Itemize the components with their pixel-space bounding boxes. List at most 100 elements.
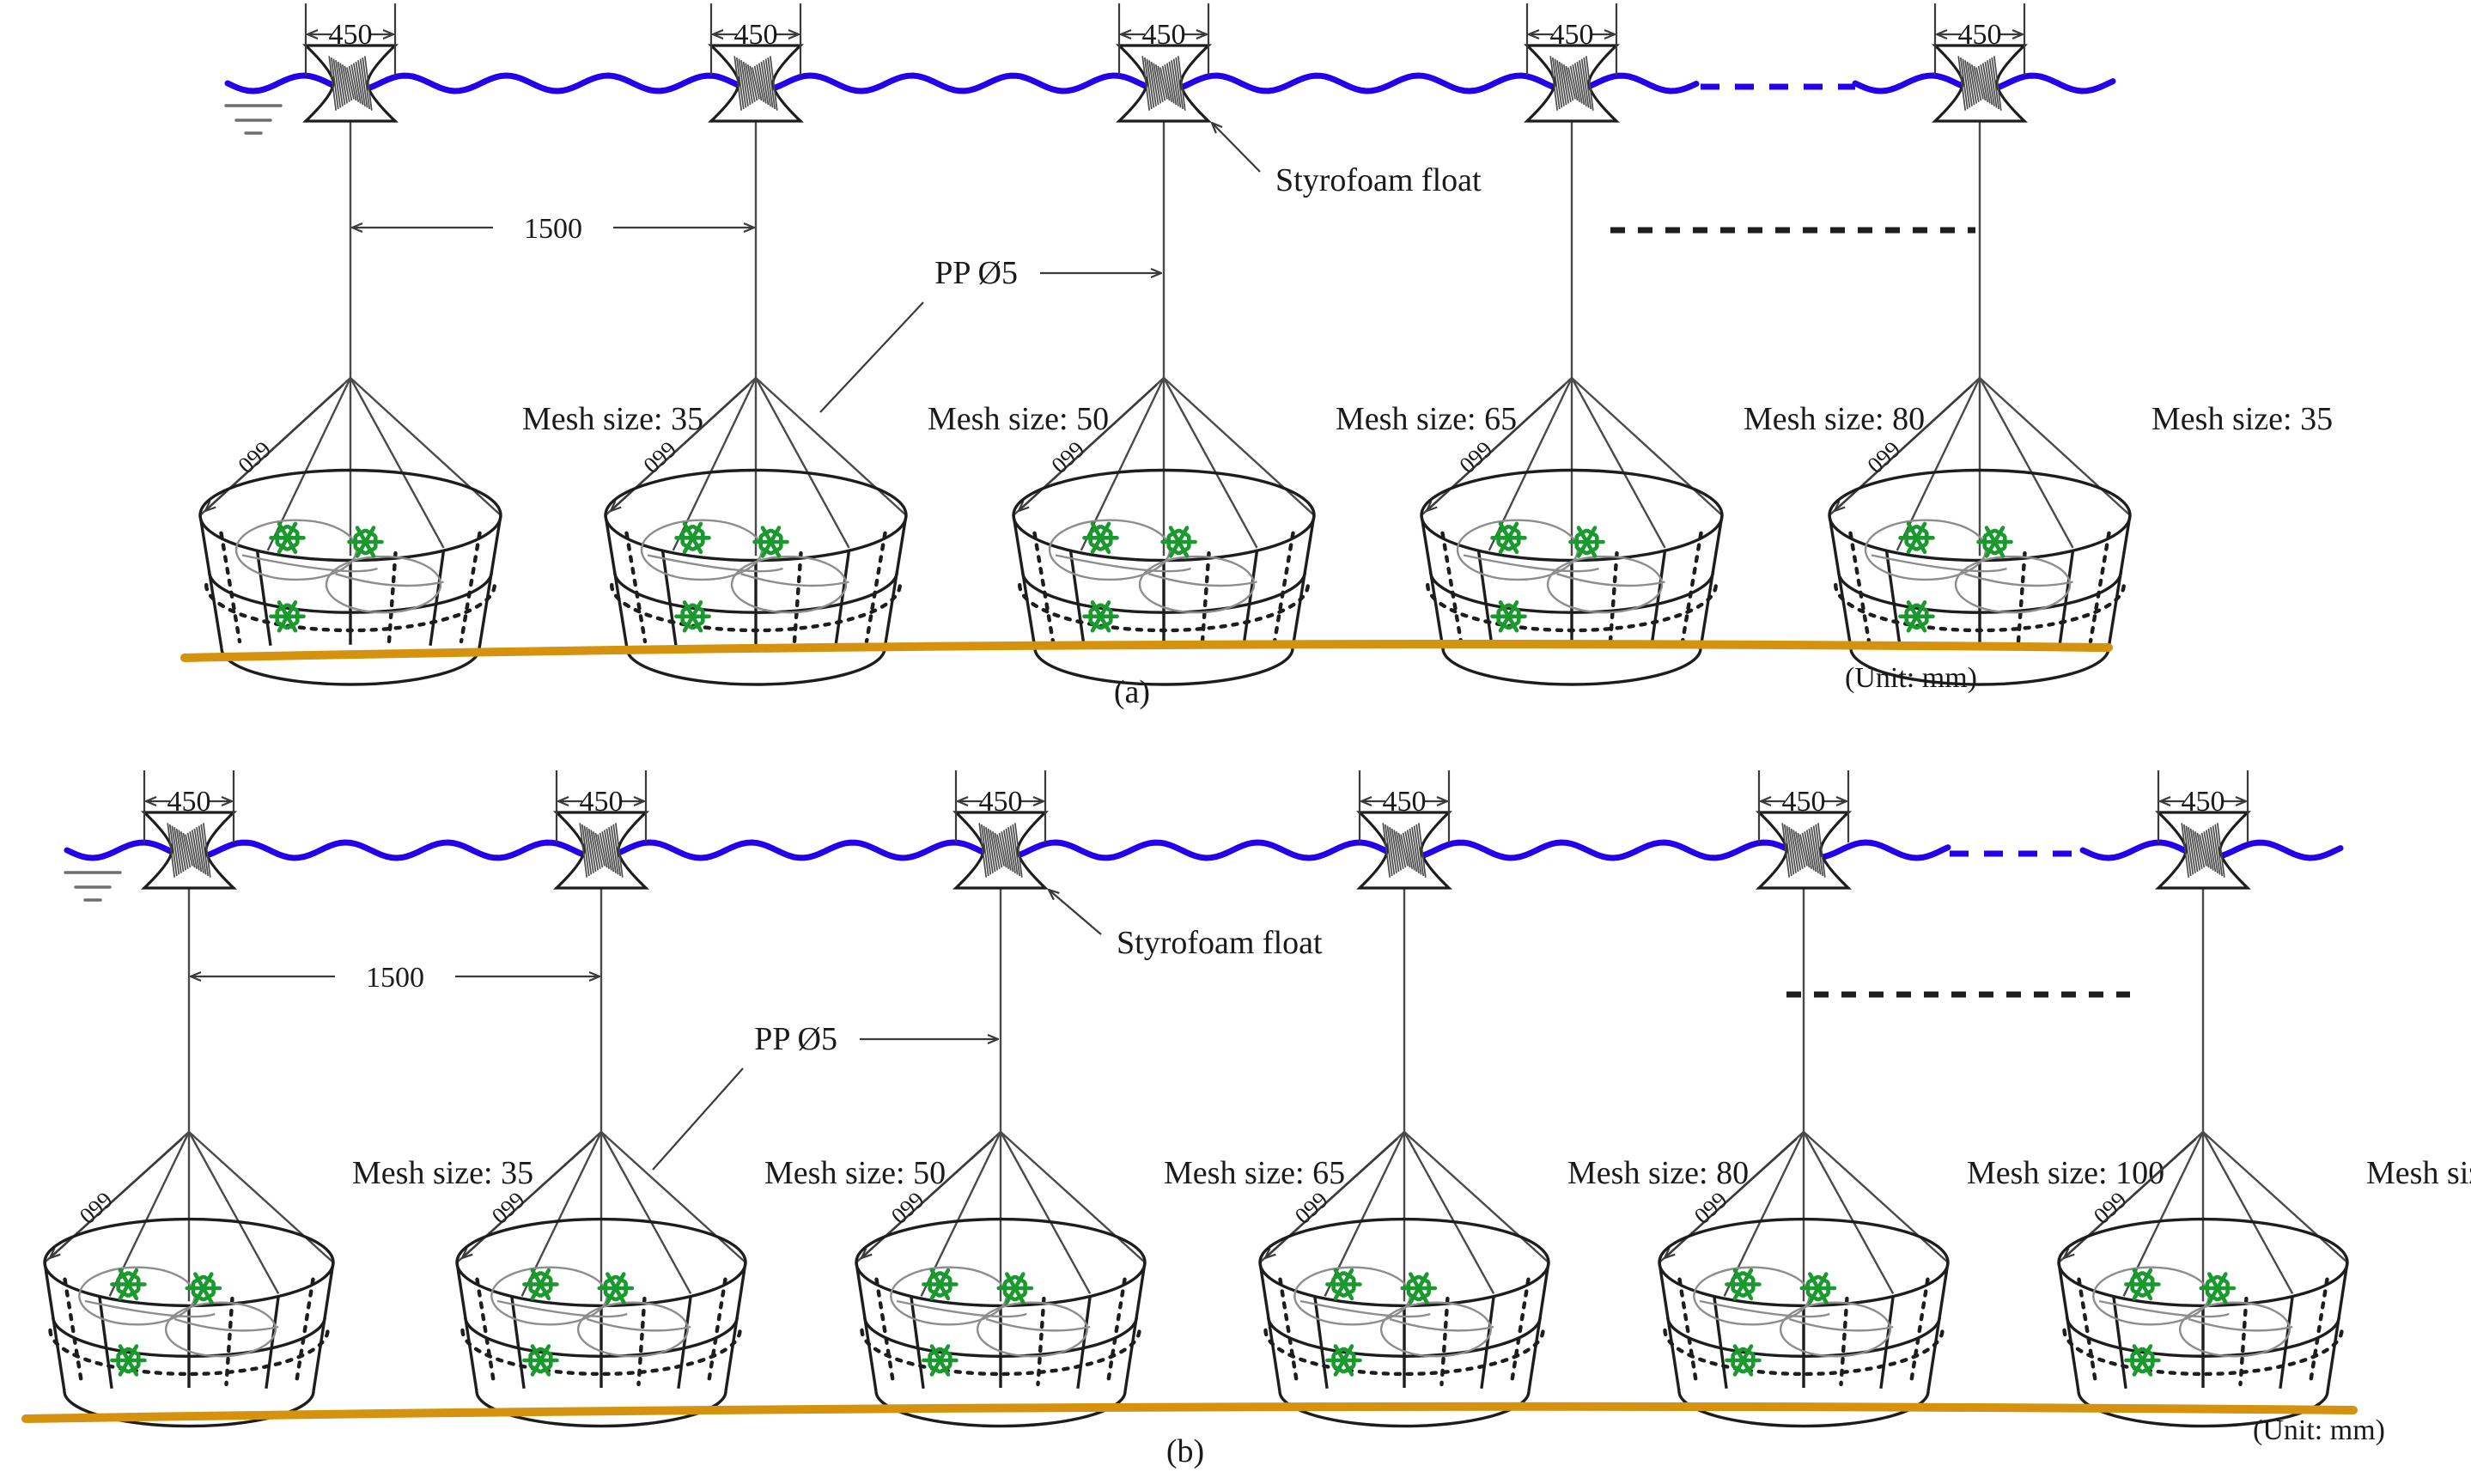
styrofoam-float[interactable]: [553, 811, 649, 890]
dimension-float-width: 450: [1525, 3, 1618, 76]
float-winding: [1150, 61, 1159, 106]
cage-bottom-front: [220, 648, 481, 686]
float-winding: [590, 830, 599, 871]
mesh-marker-barb: [1983, 546, 1996, 556]
cage-wall-left: [455, 1262, 478, 1392]
cage-hidden-rib-1: [1200, 550, 1211, 644]
cage-rib-0: [1476, 550, 1494, 646]
float-winding: [983, 825, 992, 875]
dimension-450-label: 450: [734, 19, 778, 51]
styrofoam-float[interactable]: [708, 44, 804, 123]
float-winding: [1973, 65, 1982, 101]
float-winding: [998, 832, 1007, 868]
float-winding: [1002, 830, 1012, 871]
float-winding: [1565, 65, 1574, 101]
dimension-float-width: 450: [143, 770, 235, 842]
styrofoam-float[interactable]: [1356, 811, 1452, 890]
mesh-marker-barb: [1742, 1365, 1755, 1374]
float-winding: [357, 60, 366, 106]
mesh-marker-barb: [928, 1288, 941, 1298]
cage-hidden-rib-1: [224, 1296, 234, 1387]
styrofoam-float[interactable]: [1932, 44, 2028, 123]
crab-trap-cage[interactable]: [855, 1217, 1147, 1428]
cage-hidden-rib-1: [1439, 1296, 1450, 1387]
cage-funnel-throat-2: [1556, 573, 1665, 587]
float-winding: [1981, 63, 1991, 104]
mesh-marker-barb: [127, 1271, 140, 1280]
dimension-450-label: 450: [1550, 19, 1594, 51]
cage-wall-left: [1658, 1262, 1681, 1392]
mesh-marker-barb: [1099, 524, 1112, 534]
cage-bottom-front: [63, 1390, 315, 1428]
styrofoam-float[interactable]: [302, 44, 399, 123]
mesh-marker-barb: [276, 620, 289, 630]
bridle-leg-4: [1163, 377, 1315, 516]
cage-hidden-rib-1: [1036, 1296, 1046, 1387]
float-winding: [608, 827, 617, 873]
styrofoam-float[interactable]: [2155, 811, 2251, 890]
mesh-marker-barb: [1817, 1274, 1829, 1284]
cage-rib-2: [1650, 550, 1667, 646]
crab-trap-cage[interactable]: [2057, 1217, 2349, 1428]
styrofoam-float[interactable]: [141, 811, 237, 890]
mesh-marker-barb: [681, 542, 694, 551]
crab-trap-cage[interactable]: [1828, 468, 2132, 686]
float-winding: [1413, 825, 1422, 875]
mesh-marker-barb: [691, 603, 704, 612]
cage-hidden-rib-1: [1608, 550, 1619, 644]
crab-trap-cage[interactable]: [1012, 468, 1316, 686]
mesh-marker-barb: [1915, 603, 1928, 612]
styrofoam-float[interactable]: [1756, 811, 1852, 890]
cage-wall-right: [2326, 1262, 2349, 1392]
styrofoam-float[interactable]: [952, 811, 1049, 890]
cage-hidden-rib-2: [706, 1277, 727, 1387]
styrofoam-float[interactable]: [1524, 44, 1620, 123]
float-winding: [760, 61, 770, 106]
mesh-marker-icon: [269, 600, 306, 633]
crab-trap-cage[interactable]: [198, 468, 502, 686]
dimension-float-width: 450: [1358, 770, 1451, 842]
mesh-marker-barb: [1507, 524, 1520, 534]
mesh-marker-barb: [1497, 524, 1510, 534]
crab-trap-cage[interactable]: [43, 1217, 335, 1428]
cage-wall-left: [1012, 514, 1037, 649]
mesh-marker-barb: [2206, 1274, 2219, 1284]
crab-trap-cage[interactable]: [1420, 468, 1724, 686]
cage-rib-2: [2279, 1296, 2294, 1390]
crab-trap-cage[interactable]: [455, 1217, 747, 1428]
float-winding: [1977, 65, 1987, 101]
dimension-float-width: 450: [2157, 770, 2249, 842]
dimension-float-width: 450: [304, 3, 397, 76]
crab-trap-cage[interactable]: [1258, 1217, 1550, 1428]
float-winding: [769, 56, 778, 111]
cage-hidden-rib-0: [874, 1277, 896, 1387]
cage-funnel-throat-1: [241, 554, 378, 573]
crab-trap-cage[interactable]: [604, 468, 908, 686]
bridle-lines: 660: [44, 1131, 334, 1302]
cage-hidden-rib-2: [1680, 531, 1703, 644]
panel-caption: (a): [1114, 674, 1150, 710]
float-winding: [1786, 825, 1795, 875]
mesh-marker-barb: [1742, 1271, 1755, 1280]
styrofoam-float[interactable]: [1116, 44, 1212, 123]
mesh-marker-barb: [1013, 1274, 1026, 1284]
float-winding: [740, 60, 749, 106]
crab-trap-cage[interactable]: [1658, 1217, 1950, 1428]
mesh-marker-icon: [269, 521, 306, 555]
float-winding: [1177, 56, 1186, 111]
cage-hidden-rib-1: [636, 1296, 647, 1387]
float-winding: [742, 61, 752, 106]
mesh-marker-barb: [1407, 1292, 1421, 1302]
float-winding: [1805, 830, 1815, 871]
